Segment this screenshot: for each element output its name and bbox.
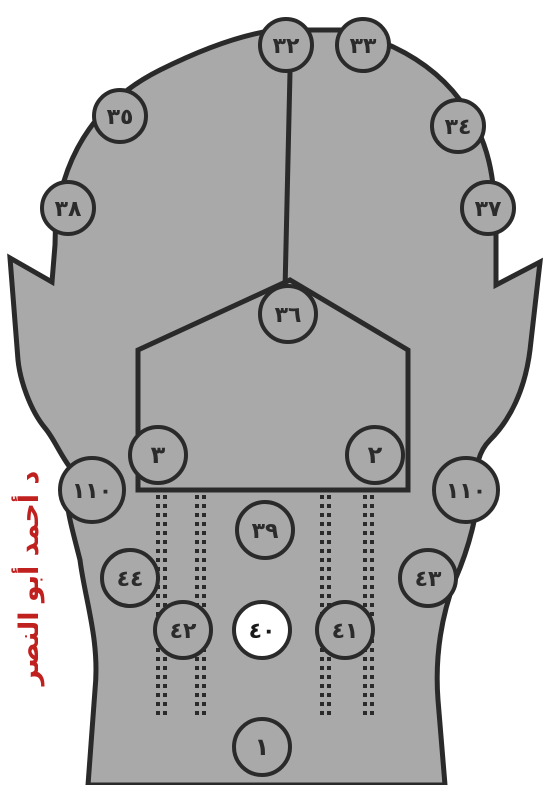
point-2-label: ٢ [368, 441, 383, 469]
point-38-label: ٣٨ [55, 197, 82, 222]
point-34: ٣٤ [432, 100, 484, 152]
point-39: ٣٩ [237, 502, 293, 558]
point-32-label: ٣٢ [273, 34, 300, 59]
point-44-label: ٤٤ [117, 567, 144, 592]
point-33-label: ٣٣ [350, 34, 377, 59]
point-36-label: ٣٦ [275, 303, 302, 328]
point-44: ٤٤ [102, 550, 158, 606]
point-41-label: ٤١ [332, 619, 359, 644]
point-110-left: ١١٠ [60, 458, 124, 522]
point-37-label: ٣٧ [475, 197, 502, 222]
point-40-label: ٤٠ [249, 619, 276, 644]
point-34-label: ٣٤ [445, 115, 472, 140]
point-32: ٣٢ [260, 19, 312, 71]
point-3: ٣ [130, 427, 186, 483]
point-110-left-label: ١١٠ [72, 479, 112, 504]
point-35-label: ٣٥ [107, 105, 134, 130]
point-110-right-label: ١١٠ [446, 479, 486, 504]
point-42: ٤٢ [155, 602, 211, 658]
point-33: ٣٣ [337, 19, 389, 71]
point-35: ٣٥ [94, 90, 146, 142]
point-2: ٢ [347, 427, 403, 483]
point-1: ١ [234, 719, 290, 775]
point-39-label: ٣٩ [252, 519, 279, 544]
point-110-right: ١١٠ [434, 458, 498, 522]
point-38: ٣٨ [42, 182, 94, 234]
author-watermark: د أحمد أبو النصر [14, 428, 50, 728]
point-43: ٤٣ [400, 550, 456, 606]
point-36: ٣٦ [260, 286, 316, 342]
point-1-label: ١ [255, 733, 270, 761]
point-43-label: ٤٣ [415, 567, 442, 592]
point-42-label: ٤٢ [170, 619, 197, 644]
point-40: ٤٠ [234, 602, 290, 658]
point-41: ٤١ [317, 602, 373, 658]
point-3-label: ٣ [151, 441, 166, 469]
point-37: ٣٧ [462, 182, 514, 234]
